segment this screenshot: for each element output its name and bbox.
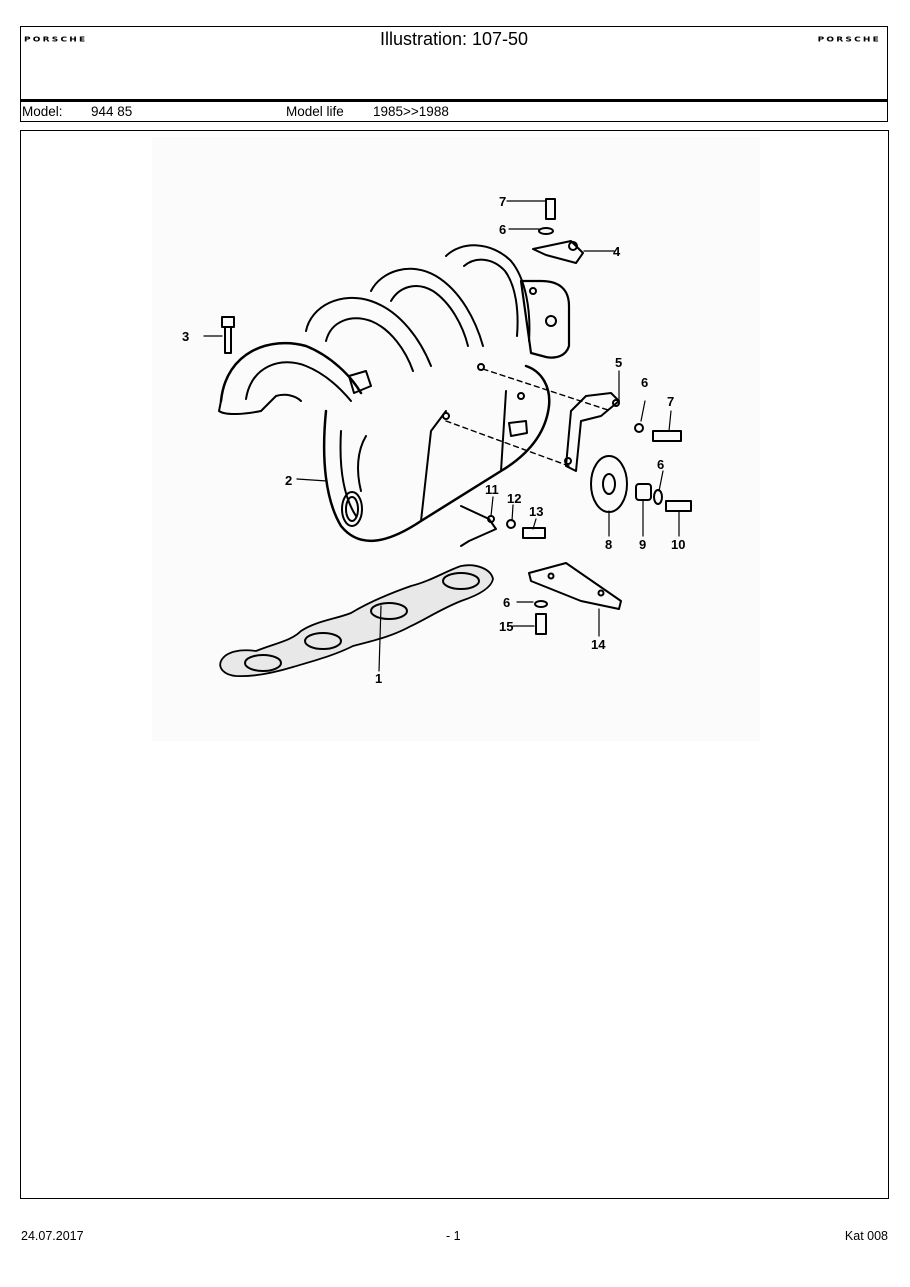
model-row: Model: 944 85 Model life 1985>>1988 [21, 102, 887, 121]
callout-9: 9 [639, 537, 646, 552]
header: PORSCHE Illustration: 107-50 PORSCHE Mod… [20, 26, 888, 122]
callout-7a: 7 [499, 194, 506, 209]
leader-lines [203, 200, 680, 672]
bracket-14-assembly [528, 562, 622, 635]
callout-6a: 6 [499, 222, 506, 237]
model-life-label: Model life [286, 104, 344, 119]
callout-numbers: 1 2 3 4 5 6 6 6 6 7 7 8 9 10 11 12 13 14… [182, 194, 685, 686]
callout-10: 10 [671, 537, 685, 552]
callout-5: 5 [615, 355, 622, 370]
footer-date: 24.07.2017 [21, 1229, 84, 1243]
header-rule [21, 99, 887, 102]
bolt-3 [221, 316, 235, 354]
callout-8: 8 [605, 537, 612, 552]
callout-7b: 7 [667, 394, 674, 409]
callout-2: 2 [285, 473, 292, 488]
callout-12: 12 [507, 491, 521, 506]
manifold-gasket [219, 564, 494, 678]
model-value: 944 85 [91, 104, 133, 119]
bracket-5-assembly [564, 392, 692, 513]
callout-3: 3 [182, 329, 189, 344]
callout-4: 4 [613, 244, 621, 259]
callout-1: 1 [375, 671, 382, 686]
porsche-logo-left: PORSCHE [24, 36, 88, 44]
bracket-4-assembly [532, 198, 584, 264]
model-life-value: 1985>>1988 [373, 104, 449, 119]
callout-11: 11 [485, 482, 499, 497]
porsche-logo-right: PORSCHE [817, 36, 881, 44]
callout-6d: 6 [503, 595, 510, 610]
drawing-background [152, 137, 760, 741]
footer-catalog: Kat 008 [844, 1229, 888, 1243]
footer-page-number: - 1 [446, 1229, 461, 1243]
model-label: Model: [22, 104, 63, 119]
callout-6c: 6 [657, 457, 664, 472]
illustration-frame: 1 2 3 4 5 6 6 6 6 7 7 8 9 10 11 12 13 14… [20, 130, 889, 1199]
callout-15: 15 [499, 619, 513, 634]
callout-14: 14 [591, 637, 606, 652]
manifold-body [218, 244, 612, 543]
callout-6b: 6 [641, 375, 648, 390]
intake-manifold-exploded-diagram: 1 2 3 4 5 6 6 6 6 7 7 8 9 10 11 12 13 14… [182, 194, 692, 686]
page-title: Illustration: 107-50 [379, 29, 529, 49]
callout-13: 13 [529, 504, 543, 519]
